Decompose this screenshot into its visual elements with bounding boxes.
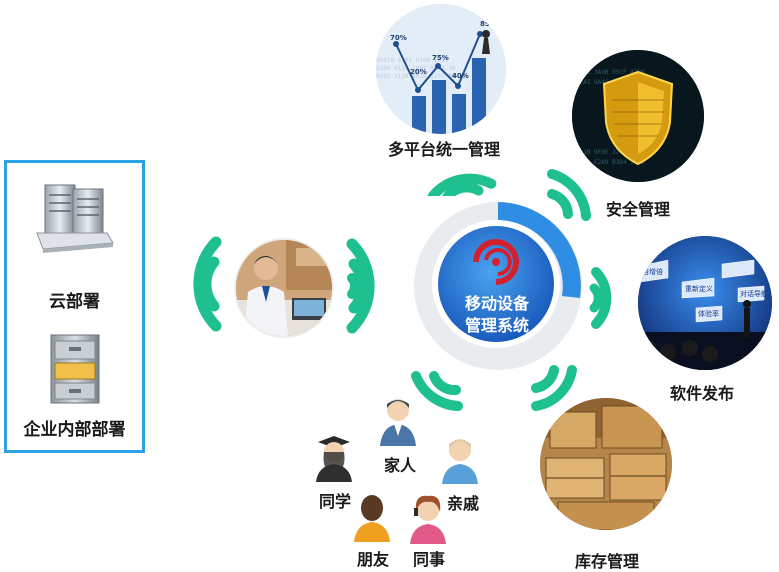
svg-text:01010 1101 0100 1011: 01010 1101 0100 1011 xyxy=(376,57,449,64)
svg-text:C4B2 3A9B 05CF 43D0: C4B2 3A9B 05CF 43D0 xyxy=(576,69,645,76)
svg-text:0CF4 E2A9 B3D4 5101: 0CF4 E2A9 B3D4 5101 xyxy=(576,159,645,166)
software-release-label: 软件发布 xyxy=(669,384,734,403)
signal-right-icon xyxy=(589,267,612,329)
svg-text:0101 1110 0010 1101 01: 0101 1110 0010 1101 01 xyxy=(376,73,456,80)
signal-right-of-employee-icon xyxy=(346,238,375,334)
chart-label-0: 70% xyxy=(390,34,407,42)
deployment-panel: 云部署 企业内部部署 xyxy=(4,160,145,453)
relative-avatar-icon xyxy=(442,439,478,484)
multi-platform-label: 多平台统一管理 xyxy=(387,140,500,159)
inventory-label: 库存管理 xyxy=(574,552,639,571)
slide-text-0: 倍增倍 xyxy=(642,267,663,276)
signal-top-right-icon xyxy=(547,169,591,221)
chart-label-2: 75% xyxy=(432,54,449,62)
slide-text-3: 体验率 xyxy=(698,309,719,318)
family-avatar-icon xyxy=(380,399,416,446)
svg-text:1100 0110 1001 0011 10: 1100 0110 1001 0011 10 xyxy=(376,65,456,72)
security-label: 安全管理 xyxy=(605,200,670,219)
friend-label: 朋友 xyxy=(356,550,389,569)
signal-top-icon xyxy=(427,173,497,196)
slide-text-1: 重新定义 xyxy=(685,284,713,293)
inventory-image xyxy=(540,398,672,530)
classmate-label: 同学 xyxy=(318,492,351,511)
friend-avatar-icon xyxy=(354,495,390,542)
hub-title-line1: 移动设备 xyxy=(464,294,529,313)
chart-label-3: 40% xyxy=(452,72,469,80)
central-hub xyxy=(414,202,582,370)
slide-text-2: 对话导航 xyxy=(740,289,768,298)
relative-label: 亲戚 xyxy=(446,494,479,513)
family-label: 家人 xyxy=(383,456,416,475)
onprem-deploy-label: 企业内部部署 xyxy=(23,420,126,440)
file-cabinet-icon xyxy=(50,334,100,404)
signal-bottom-right-icon xyxy=(531,365,577,411)
signal-bottom-left-icon xyxy=(411,371,463,411)
software-release-image: 倍增倍 重新定义 对话导航 体验率 xyxy=(638,236,772,370)
colleague-label: 同事 xyxy=(412,550,445,569)
server-icon xyxy=(36,184,114,253)
employee-photo xyxy=(236,240,332,336)
hub-title-line2: 管理系统 xyxy=(464,316,529,335)
chart-label-1: 20% xyxy=(410,68,427,76)
classmate-avatar-icon xyxy=(316,436,352,482)
security-image: C4B2 3A9B 05CF 43D0 2EA1 9A4C 7DD9 0C3A … xyxy=(572,50,704,182)
chart-label-4: 85% xyxy=(480,20,497,28)
signal-left-outer-icon xyxy=(193,236,222,332)
colleague-avatar-icon xyxy=(410,495,446,544)
svg-text:5A1B 9F0E 2203 99CD: 5A1B 9F0E 2203 99CD xyxy=(576,149,645,156)
cloud-deploy-label: 云部署 xyxy=(49,292,100,312)
multi-platform-image: 01010 1101 0100 1011 1100 0110 1001 0011… xyxy=(376,4,506,134)
